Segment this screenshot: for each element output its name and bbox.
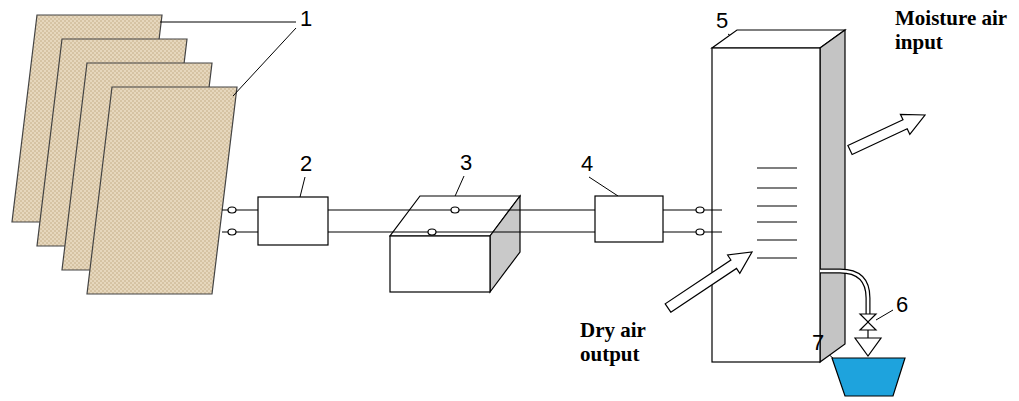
callout-number: 6	[896, 292, 908, 317]
dehumidifier	[712, 30, 845, 362]
callout-number: 5	[716, 8, 728, 33]
leader-lines	[160, 22, 893, 366]
air-arrows	[665, 114, 925, 312]
callout-number: 2	[300, 151, 312, 176]
callout-number: 4	[581, 151, 593, 176]
flow-label: Moisture air input	[895, 6, 1007, 54]
solar-panels	[12, 15, 237, 294]
drain-assembly	[820, 271, 905, 396]
callout-number: 1	[300, 6, 312, 31]
callout-number: 7	[812, 330, 824, 355]
callout-number: 3	[460, 150, 472, 175]
flow-label: Dry air output	[580, 318, 676, 366]
converter-boxes	[258, 196, 663, 245]
